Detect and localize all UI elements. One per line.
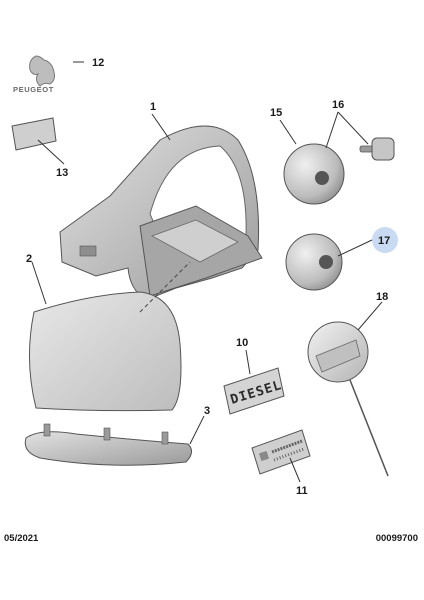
sticker-part-13 xyxy=(11,117,57,151)
callout-3: 3 xyxy=(204,405,210,417)
callout-17-highlight xyxy=(372,227,398,253)
callout-18: 18 xyxy=(376,291,388,303)
callout-13: 13 xyxy=(56,167,68,179)
fuel-flap-part-18 xyxy=(307,321,389,477)
callout-11: 11 xyxy=(296,485,308,497)
peugeot-logo-part: PEUGEOT xyxy=(13,55,55,94)
mirror-housing-part-1 xyxy=(59,125,263,301)
callout-16: 16 xyxy=(332,99,344,111)
callout-10: 10 xyxy=(236,337,248,349)
diesel-decal-part-10: DIESEL xyxy=(223,367,285,415)
lion-emblem-icon xyxy=(29,55,55,87)
mirror-glass-part-2 xyxy=(29,291,182,412)
footer-date: 05/2021 xyxy=(4,533,39,544)
fuel-label-part-11 xyxy=(251,429,311,475)
callout-2: 2 xyxy=(26,253,32,265)
key-part-16 xyxy=(359,137,395,161)
callout-12: 12 xyxy=(92,57,104,69)
callout-17: 17 xyxy=(378,235,390,247)
lower-cover-part-3 xyxy=(24,423,192,466)
brand-name: PEUGEOT xyxy=(13,85,54,94)
footer-reference: 00099700 xyxy=(375,533,418,544)
callout-lines xyxy=(31,61,383,483)
callout-1: 1 xyxy=(150,101,156,113)
assembly-dashed-line xyxy=(139,261,191,313)
fuel-cap-part-17 xyxy=(285,233,343,291)
fuel-cap-part-15 xyxy=(283,143,345,205)
callout-15: 15 xyxy=(270,107,282,119)
